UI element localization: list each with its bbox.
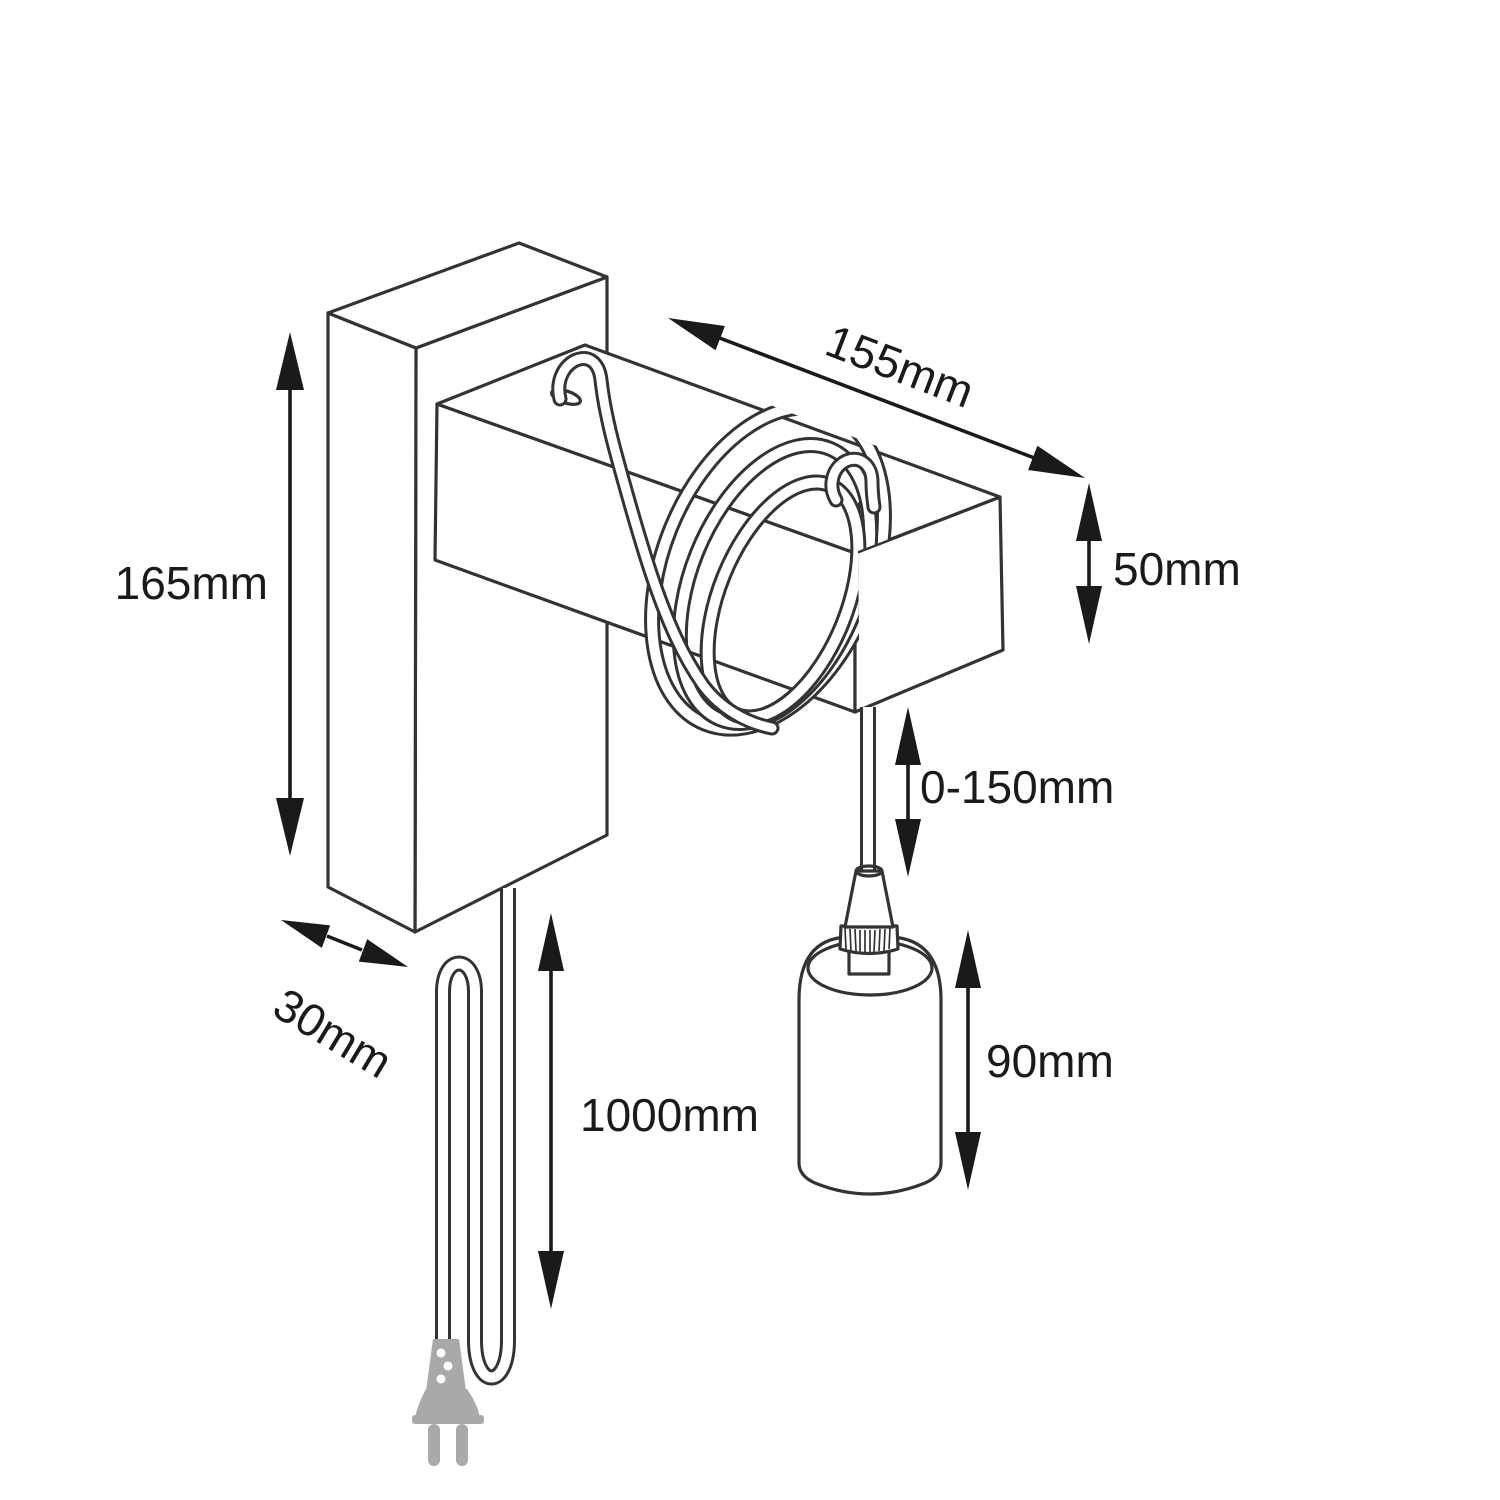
dimension-cord-drop: 0-150mm	[895, 707, 1114, 877]
dimension-plate-height: 165mm	[115, 332, 304, 856]
dimension-socket-height: 90mm	[955, 930, 1114, 1190]
wall-plate-left-face	[326, 311, 418, 934]
dimension-plate-depth: 30mm	[265, 920, 408, 1088]
wall-plate-top-face	[326, 241, 609, 350]
dimension-power-cord-length: 1000mm	[538, 913, 759, 1309]
label-arm-height: 50mm	[1113, 543, 1241, 595]
power-plug-icon	[412, 1339, 484, 1466]
label-plate-depth: 30mm	[265, 978, 401, 1088]
plug-prong-right	[456, 1424, 468, 1466]
label-power-cord-length: 1000mm	[580, 1089, 759, 1141]
power-cord	[435, 888, 516, 1386]
dimension-arm-height: 50mm	[1076, 483, 1241, 644]
socket-cap-top	[854, 864, 884, 878]
socket-strain-relief-cap	[843, 869, 895, 929]
lamp-socket	[797, 864, 943, 1196]
plug-base-flange	[412, 1415, 484, 1424]
plug-body	[415, 1389, 480, 1419]
label-cord-drop: 0-150mm	[920, 761, 1114, 813]
label-arm-length: 155mm	[819, 314, 981, 418]
label-socket-height: 90mm	[986, 1035, 1114, 1087]
socket-ring-hatching	[844, 927, 891, 953]
label-plate-height: 165mm	[115, 557, 268, 609]
plug-prong-left	[428, 1424, 440, 1466]
